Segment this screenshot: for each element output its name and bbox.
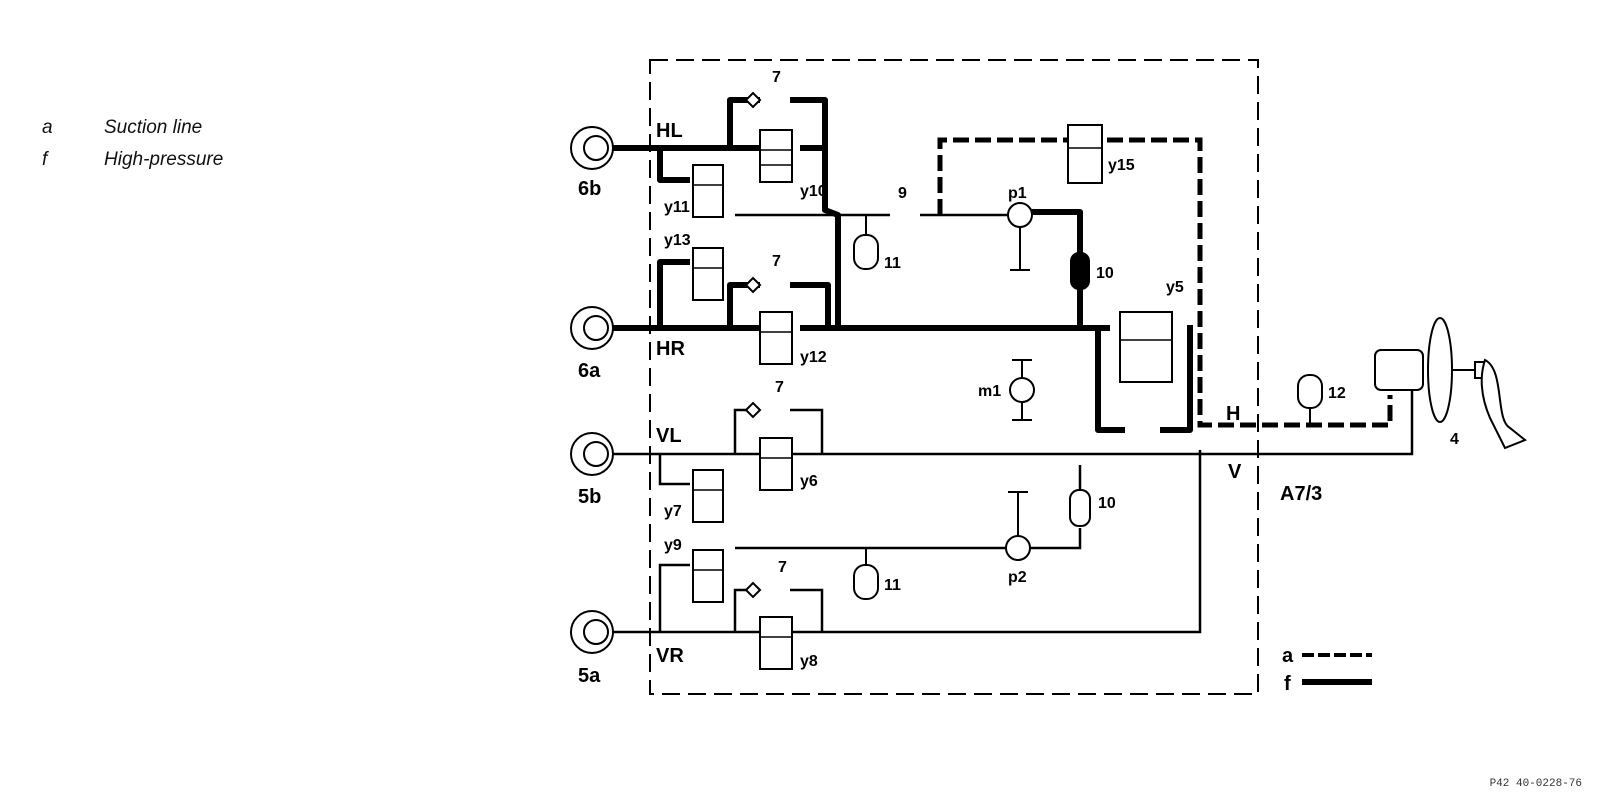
label-y13: y13 — [664, 232, 691, 249]
unit-boundary — [649, 59, 1259, 695]
label-11-top: 11 — [884, 255, 901, 272]
label-4: 4 — [1450, 431, 1459, 448]
reference-code: P42 40-0228-76 — [1489, 778, 1582, 790]
label-y8: y8 — [800, 653, 818, 670]
label-key-a: a — [1282, 645, 1294, 667]
label-y6: y6 — [800, 473, 818, 490]
label-7-b: 7 — [772, 253, 781, 270]
wheel-6a — [570, 306, 614, 350]
label-V: V — [1228, 461, 1242, 483]
label-5a: 5a — [578, 665, 601, 687]
pump-p2 — [1005, 491, 1031, 561]
label-y7: y7 — [664, 503, 682, 520]
label-p2: p2 — [1008, 569, 1027, 586]
label-p1: p1 — [1008, 185, 1027, 202]
label-unit: A7/3 — [1280, 483, 1322, 505]
front-circuit-lines — [613, 213, 1414, 634]
damper-11-bottom — [853, 548, 879, 600]
label-7-a: 7 — [772, 69, 781, 86]
label-VL: VL — [656, 425, 682, 447]
label-y10: y10 — [800, 183, 827, 200]
reservoir-10-top — [1070, 252, 1090, 290]
motor-m1 — [1009, 359, 1035, 421]
label-HR: HR — [656, 338, 685, 360]
line-key — [1302, 653, 1372, 685]
label-y9: y9 — [664, 537, 682, 554]
legend-key: f — [42, 149, 48, 170]
wheel-6b — [570, 126, 614, 170]
damper-11-top — [853, 215, 879, 270]
wheel-5a — [570, 610, 614, 654]
label-y11: y11 — [664, 199, 690, 216]
label-11-bottom: 11 — [884, 577, 901, 594]
wheel-5b — [570, 432, 614, 476]
valve-block-details — [693, 147, 1172, 638]
legend: a Suction line f High-pressure — [42, 112, 223, 176]
pump-p1 — [1007, 202, 1033, 271]
label-y12: y12 — [800, 349, 827, 366]
label-y5: y5 — [1166, 279, 1184, 296]
label-6a: 6a — [578, 360, 601, 382]
label-5b: 5b — [578, 486, 601, 508]
legend-item-high-pressure: f High-pressure — [42, 144, 223, 176]
label-key-f: f — [1284, 673, 1291, 695]
legend-item-suction: a Suction line — [42, 112, 223, 144]
reservoir-10-bottom — [1069, 489, 1091, 527]
label-9: 9 — [898, 185, 907, 202]
label-m1: m1 — [978, 383, 1001, 400]
legend-text: High-pressure — [104, 149, 224, 170]
accumulator-12 — [1297, 374, 1323, 425]
label-10-bottom: 10 — [1098, 495, 1116, 512]
label-7-d: 7 — [778, 559, 787, 576]
label-H: H — [1226, 403, 1240, 425]
label-12: 12 — [1328, 385, 1346, 402]
check-valves — [744, 91, 762, 599]
legend-text: Suction line — [104, 117, 203, 138]
label-6b: 6b — [578, 178, 601, 200]
suction-lines — [937, 137, 1393, 428]
legend-key: a — [42, 117, 53, 138]
valve-blocks — [692, 124, 1173, 670]
label-7-c: 7 — [775, 379, 784, 396]
label-y15: y15 — [1108, 157, 1135, 174]
label-VR: VR — [656, 645, 684, 667]
label-HL: HL — [656, 120, 683, 142]
label-10-top: 10 — [1096, 265, 1114, 282]
brake-booster-4 — [1374, 317, 1527, 450]
